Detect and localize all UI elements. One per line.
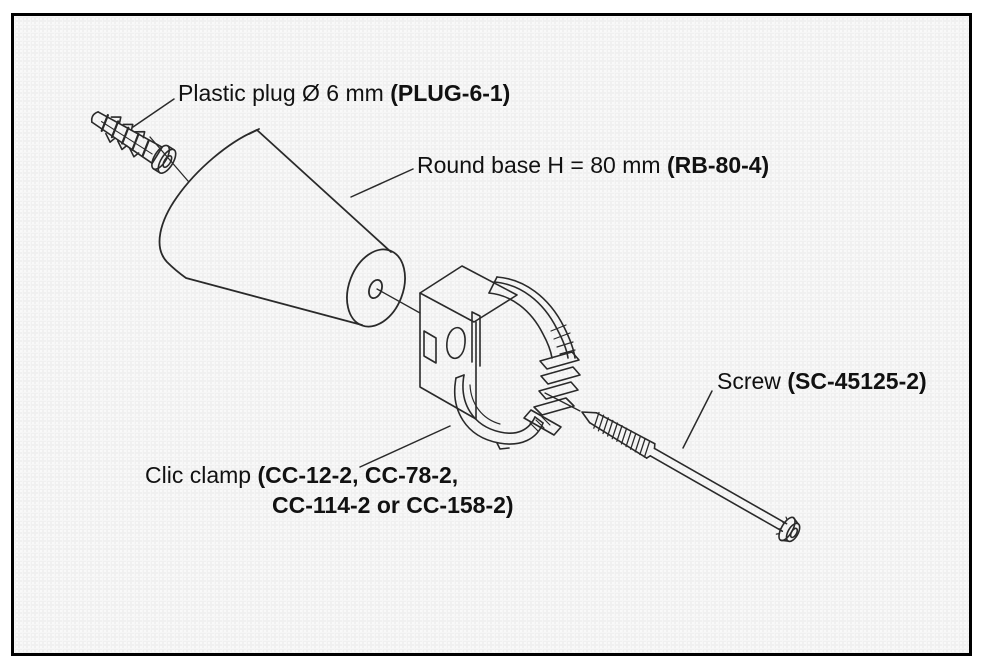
plastic-plug-label: Plastic plug Ø 6 mm(PLUG-6-1): [178, 82, 510, 105]
axis-lines: [149, 136, 581, 412]
axis-clamp-to-screw: [544, 392, 581, 412]
clamp-slot: [423, 330, 437, 364]
axis-base-to-clamp: [376, 288, 421, 314]
plug-leader-line: [132, 98, 175, 128]
leader-lines: [132, 98, 713, 468]
part-code: (PLUG-6-1): [390, 80, 511, 106]
round-base-label: Round base H = 80 mm(RB-80-4): [417, 154, 769, 177]
plastic-plug-drawing: [90, 111, 177, 174]
part-name: Screw: [717, 368, 781, 394]
base-center-hole: [368, 278, 383, 300]
screw-leader-line: [682, 390, 713, 449]
drawing-frame: [11, 13, 972, 656]
base-leader-line: [350, 168, 414, 198]
part-code: (SC-45125-2): [787, 368, 927, 394]
round-base-drawing: [158, 128, 406, 328]
part-name: Round base H = 80 mm: [417, 152, 661, 178]
clic-clamp-label: Clic clamp(CC-12-2, CC-78-2, CC-114-2 or…: [145, 460, 514, 520]
clamp-label-line1: Clic clamp(CC-12-2, CC-78-2,: [145, 460, 514, 490]
screw-label: Screw(SC-45125-2): [717, 370, 927, 393]
screw-drawing: [581, 411, 801, 543]
part-code: (RB-80-4): [666, 152, 770, 178]
clic-clamp-drawing: [419, 265, 581, 450]
clamp-label-line2: CC-114-2 or CC-158-2): [272, 492, 514, 518]
part-code: (CC-12-2, CC-78-2,: [257, 462, 459, 488]
part-name: Clic clamp: [145, 462, 252, 488]
clamp-leader-line: [359, 425, 451, 468]
part-name: Plastic plug Ø 6 mm: [178, 80, 384, 106]
